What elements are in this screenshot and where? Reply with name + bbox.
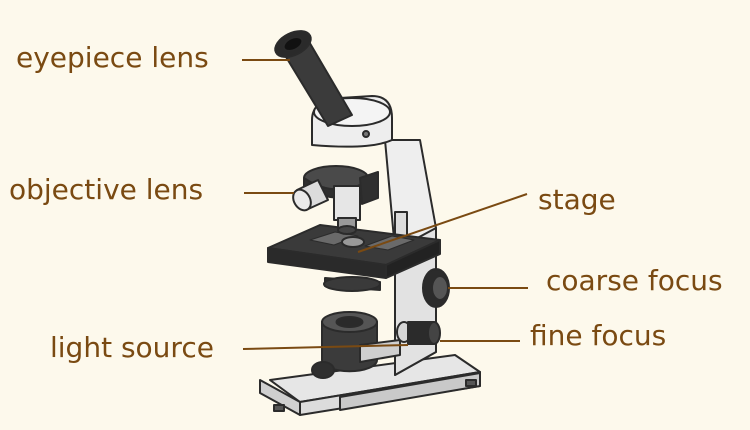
label-coarse-focus: coarse focus <box>546 267 723 295</box>
stage-leader <box>358 194 527 252</box>
label-eyepiece-lens: eyepiece lens <box>16 44 209 72</box>
label-fine-focus: fine focus <box>530 322 666 350</box>
eyepiece <box>271 26 352 126</box>
label-light-source: light source <box>50 334 214 362</box>
label-objective-lens: objective lens <box>9 176 203 204</box>
label-stage: stage <box>538 186 616 214</box>
coarse-focus-knob <box>423 269 449 307</box>
fine-focus-knob <box>397 322 440 344</box>
objective-lenses <box>290 166 378 234</box>
